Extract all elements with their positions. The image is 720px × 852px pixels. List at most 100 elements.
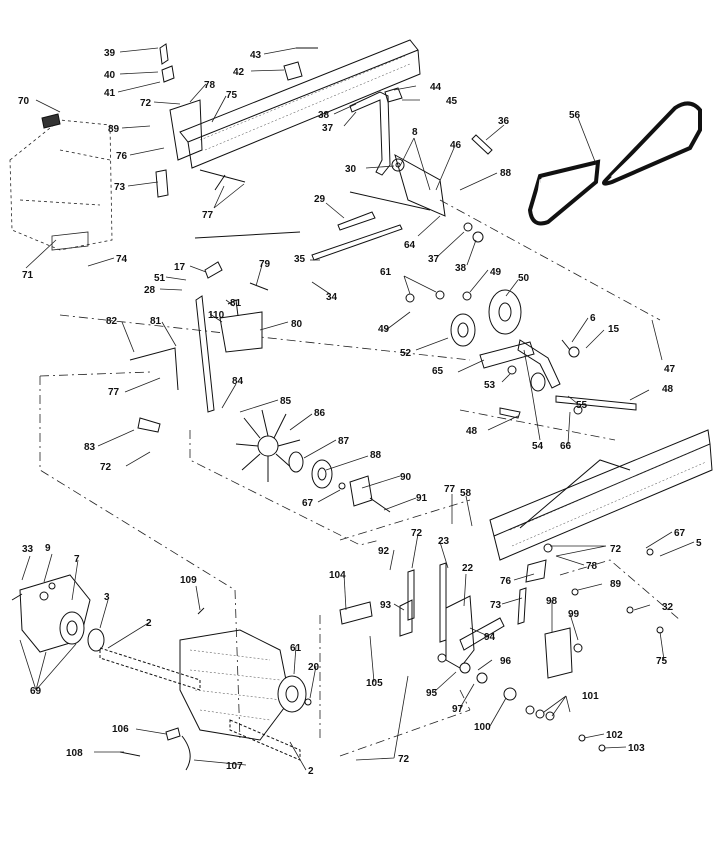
callout-label: 7 bbox=[74, 554, 80, 565]
callout-label: 61 bbox=[290, 643, 302, 654]
callout-label: 48 bbox=[662, 384, 674, 395]
callout-label: 53 bbox=[484, 380, 496, 391]
callout-label: 96 bbox=[500, 656, 512, 667]
callout-label: 77 bbox=[444, 484, 456, 495]
leader-lines bbox=[19, 47, 695, 771]
clutch-linkage bbox=[129, 261, 269, 433]
callout-label: 5 bbox=[696, 538, 702, 549]
callout-label: 2 bbox=[308, 766, 314, 777]
callout-label: 29 bbox=[314, 194, 326, 205]
callout-label: 75 bbox=[226, 90, 238, 101]
callout-label: 41 bbox=[104, 88, 116, 99]
callout-label: 8 bbox=[412, 127, 418, 138]
callout-label: 43 bbox=[250, 50, 262, 61]
callout-label: 45 bbox=[446, 96, 458, 107]
callout-label: 78 bbox=[204, 80, 216, 91]
shift-lever bbox=[194, 91, 493, 261]
callout-label: 78 bbox=[586, 561, 598, 572]
callout-label: 9 bbox=[45, 543, 51, 554]
upper-left-brackets bbox=[155, 43, 403, 198]
callout-label: 91 bbox=[416, 493, 428, 504]
callout-label: 50 bbox=[518, 273, 530, 284]
callout-label: 103 bbox=[628, 743, 645, 754]
callout-label: 71 bbox=[22, 270, 34, 281]
callout-label: 89 bbox=[610, 579, 622, 590]
callout-label: 70 bbox=[18, 96, 30, 107]
callout-label: 82 bbox=[106, 316, 118, 327]
callout-label: 46 bbox=[450, 140, 462, 151]
callout-label: 73 bbox=[114, 182, 126, 193]
callout-label: 72 bbox=[411, 528, 423, 539]
callout-label: 17 bbox=[174, 262, 186, 273]
callout-label: 89 bbox=[108, 124, 120, 135]
callout-label: 6 bbox=[590, 313, 596, 324]
lower-frame-rail bbox=[489, 429, 713, 561]
engine-housing bbox=[9, 113, 113, 251]
callout-label: 40 bbox=[104, 70, 116, 81]
callout-label: 48 bbox=[466, 426, 478, 437]
callout-label: 109 bbox=[180, 575, 197, 586]
belts bbox=[527, 101, 702, 226]
callout-labels: 39 40 41 43 42 78 72 75 70 89 76 73 77 7… bbox=[18, 48, 702, 777]
callout-label: 74 bbox=[116, 254, 128, 265]
callout-label: 72 bbox=[398, 754, 410, 765]
callout-label: 72 bbox=[610, 544, 622, 555]
callout-label: 66 bbox=[560, 441, 572, 452]
callout-label: 20 bbox=[308, 662, 320, 673]
callout-label: 2 bbox=[146, 618, 152, 629]
callout-label: 37 bbox=[322, 123, 334, 134]
callout-label: 108 bbox=[66, 748, 83, 759]
callout-label: 88 bbox=[500, 168, 512, 179]
callout-label: 88 bbox=[370, 450, 382, 461]
fan-pulleys bbox=[288, 451, 391, 513]
pedal-linkage bbox=[339, 562, 505, 684]
callout-label: 51 bbox=[154, 273, 166, 284]
callout-label: 87 bbox=[338, 436, 350, 447]
cooling-fan bbox=[235, 409, 301, 482]
callout-label: 36 bbox=[498, 116, 510, 127]
callout-label: 83 bbox=[84, 442, 96, 453]
callout-label: 33 bbox=[22, 544, 34, 555]
callout-label: 94 bbox=[484, 632, 496, 643]
callout-label: 56 bbox=[569, 110, 581, 121]
callout-label: 65 bbox=[432, 366, 444, 377]
callout-label: 93 bbox=[380, 600, 392, 611]
callout-label: 52 bbox=[400, 348, 412, 359]
callout-label: 37 bbox=[428, 254, 440, 265]
callout-label: 69 bbox=[30, 686, 42, 697]
callout-label: 76 bbox=[116, 151, 128, 162]
callout-label: 72 bbox=[140, 98, 152, 109]
callout-label: 67 bbox=[674, 528, 686, 539]
callout-label: 80 bbox=[291, 319, 303, 330]
callout-label: 98 bbox=[546, 596, 558, 607]
callout-label: 97 bbox=[452, 704, 464, 715]
upper-frame-rail bbox=[179, 39, 421, 169]
callout-label: 81 bbox=[150, 316, 162, 327]
callout-label: 100 bbox=[474, 722, 491, 733]
callout-label: 30 bbox=[345, 164, 357, 175]
callout-label: 84 bbox=[232, 376, 244, 387]
callout-label: 104 bbox=[329, 570, 346, 581]
callout-label: 107 bbox=[226, 761, 243, 772]
idler-arm bbox=[499, 339, 637, 419]
lower-right-parts bbox=[503, 543, 664, 752]
callout-label: 102 bbox=[606, 730, 623, 741]
callout-label: 72 bbox=[100, 462, 112, 473]
assembly-boundaries bbox=[39, 199, 681, 757]
callout-label: 39 bbox=[104, 48, 116, 59]
callout-label: 32 bbox=[662, 602, 674, 613]
callout-label: 23 bbox=[438, 536, 450, 547]
callout-label: 90 bbox=[400, 472, 412, 483]
callout-label: 42 bbox=[233, 67, 245, 78]
callout-label: 76 bbox=[500, 576, 512, 587]
callout-label: 49 bbox=[490, 267, 502, 278]
callout-label: 79 bbox=[259, 259, 271, 270]
callout-label: 106 bbox=[112, 724, 129, 735]
callout-label: 49 bbox=[378, 324, 390, 335]
callout-label: 38 bbox=[318, 110, 330, 121]
callout-label: 54 bbox=[532, 441, 544, 452]
callout-label: 73 bbox=[490, 600, 502, 611]
callout-label: 86 bbox=[314, 408, 326, 419]
callout-label: 3 bbox=[104, 592, 110, 603]
callout-label: 81 bbox=[230, 298, 242, 309]
